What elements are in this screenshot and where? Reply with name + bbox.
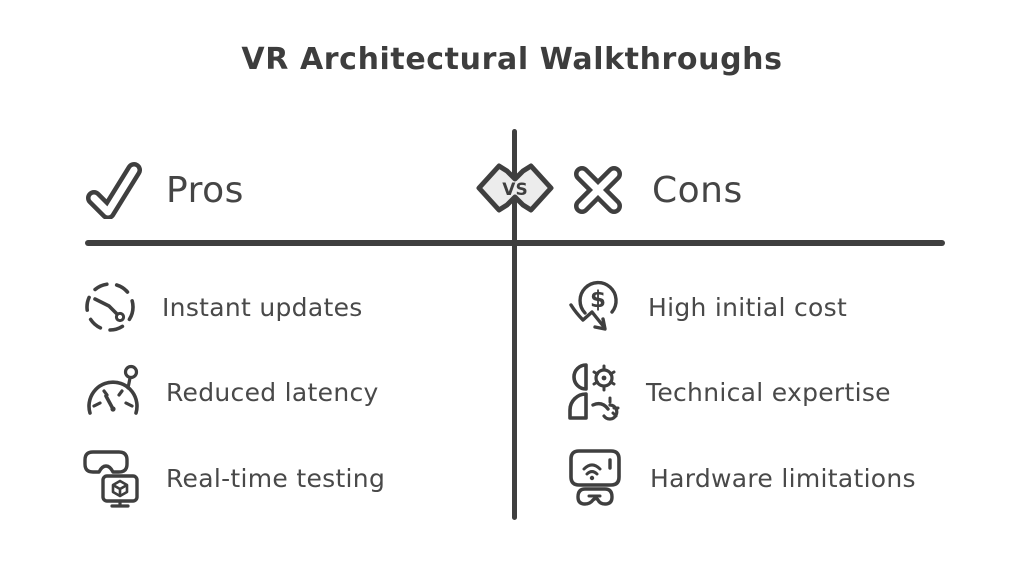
cons-item-technical-expertise: Technical expertise [566, 359, 891, 425]
vs-badge: VS [476, 156, 554, 220]
cons-item-hardware-limitations: Hardware limitations [566, 445, 916, 511]
pros-item-instant-updates: Instant updates [82, 274, 363, 340]
cons-heading: Cons [568, 158, 743, 222]
pros-item-label: Instant updates [162, 292, 363, 322]
horizontal-divider [85, 240, 945, 246]
vertical-divider [512, 129, 517, 520]
vr-headset-monitor-icon [82, 447, 144, 509]
pros-heading-label: Pros [166, 169, 244, 211]
screen-signal-goggles-icon [566, 447, 628, 509]
dollar-glyph: $ [590, 287, 606, 313]
pros-item-reduced-latency: Reduced latency [82, 359, 379, 425]
pros-item-label: Reduced latency [166, 377, 379, 407]
vs-badge-label: VS [502, 180, 527, 200]
dollar-decline-icon: $ [566, 277, 626, 337]
pros-item-label: Real-time testing [166, 463, 386, 493]
cons-item-label: Technical expertise [646, 377, 891, 407]
cons-heading-label: Cons [652, 169, 743, 211]
cons-item-high-initial-cost: $ High initial cost [566, 274, 847, 340]
clock-icon [82, 278, 140, 336]
cons-item-label: Hardware limitations [650, 463, 916, 493]
cross-icon [568, 160, 628, 220]
pros-item-real-time-testing: Real-time testing [82, 445, 385, 511]
checkmark-icon [84, 161, 142, 219]
pros-heading: Pros [84, 158, 244, 222]
cons-item-label: High initial cost [648, 292, 848, 322]
page-title: VR Architectural Walkthroughs [241, 42, 783, 77]
person-gear-icon [566, 361, 624, 423]
gauge-icon [82, 363, 144, 421]
